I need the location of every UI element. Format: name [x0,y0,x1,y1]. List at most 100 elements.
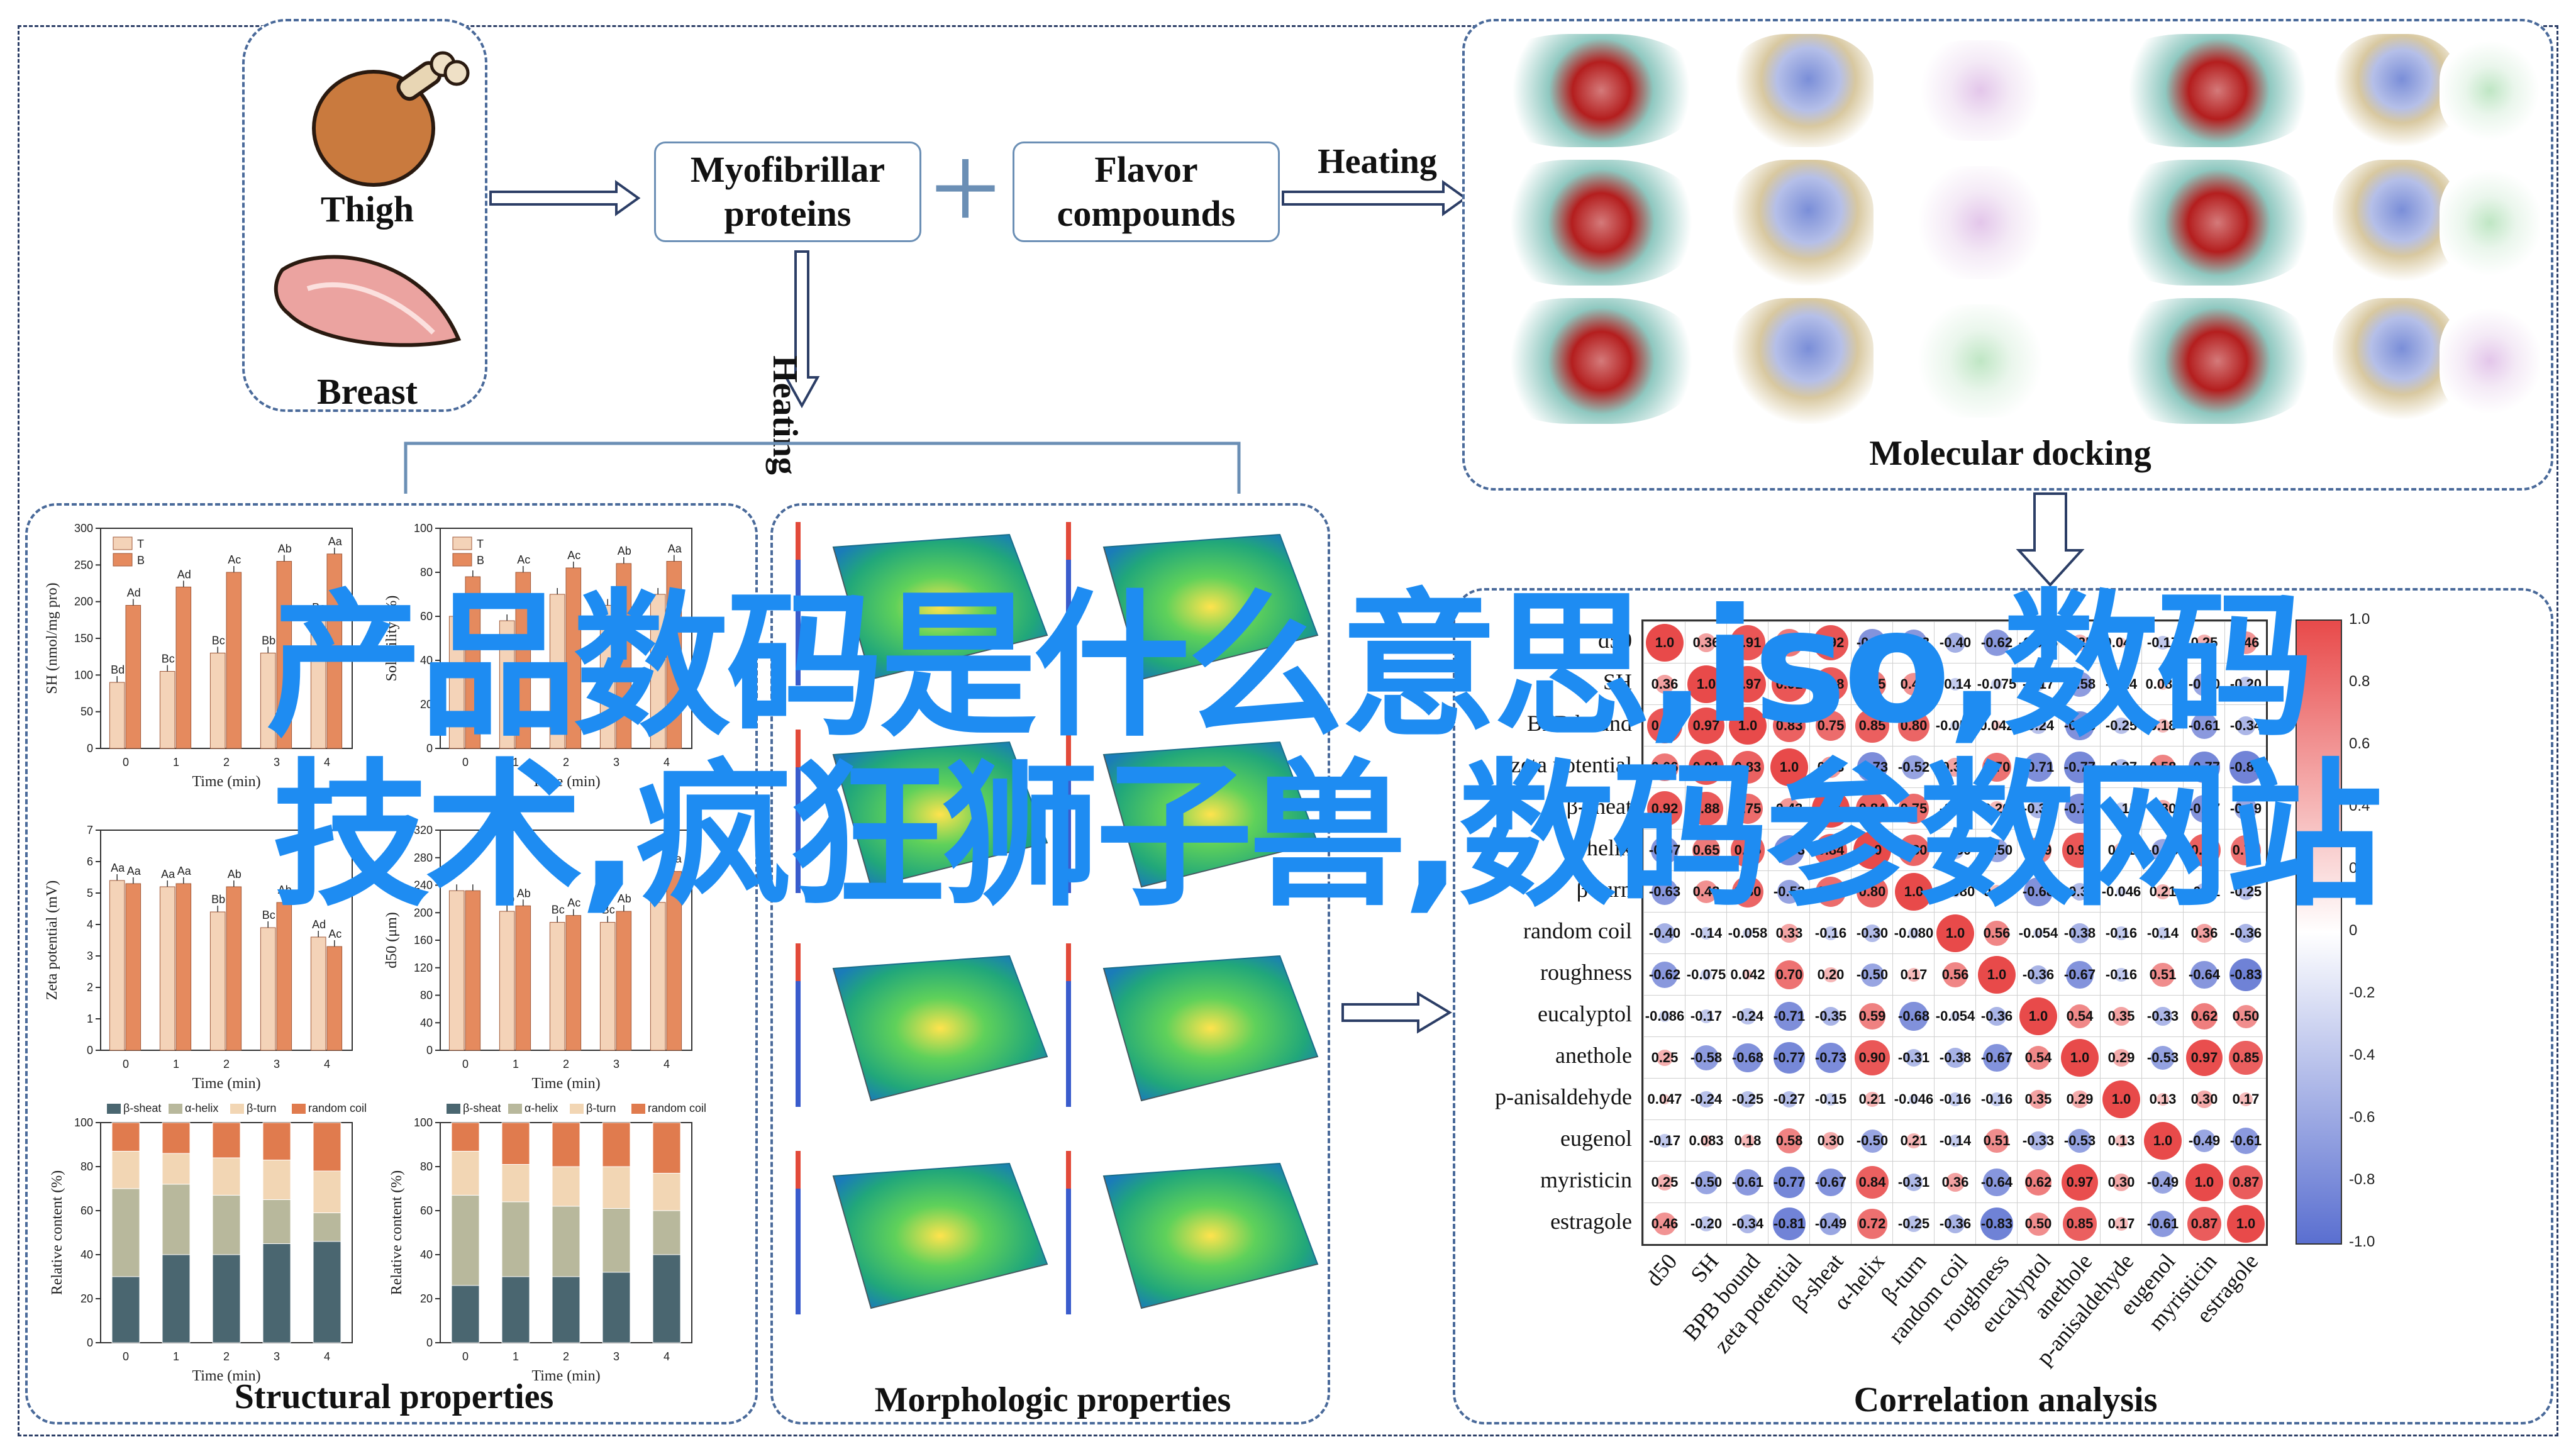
correlation-circle [2235,631,2257,654]
stack-segment [451,1122,480,1152]
correlation-cell: -0.14 [1934,1119,1975,1161]
afm-colorbar [1066,1151,1071,1314]
correlation-circle [1902,755,1926,779]
correlation-cell: -0.30 [1851,912,1892,953]
correlation-value: -0.16 [1814,925,1847,941]
correlation-circle [2150,1045,2175,1070]
correlation-value: 0.042 [1979,718,2014,733]
correlation-circle [1692,836,1720,864]
y-tick-label: 0 [87,1044,93,1057]
legend-swatch [452,553,472,567]
significance-letter: Bc [552,904,565,916]
correlation-circle [1699,926,1713,940]
afm-surface [832,955,1048,1102]
correlation-value: 0.30 [2107,1174,2135,1190]
correlation-cell: 0.97 [1685,704,1726,746]
correlation-cell: 0.66 [1643,746,1685,787]
afm-colorbar [796,522,801,686]
correlation-circle [2029,1131,2048,1150]
correlation-circle [1908,928,1919,939]
correlation-cell: -0.24 [1685,1078,1726,1119]
correlation-value: 0.92 [1817,635,1845,650]
correlation-circle [2232,1127,2260,1155]
legend-swatch [113,553,133,567]
colorbar-tick-label: 1.0 [2349,611,2370,628]
correlation-circle [1950,1011,1961,1022]
correlation-circle [1772,709,1806,743]
correlation-value: -0.086 [2018,635,2058,650]
afm-surface-plot [796,730,1048,893]
correlation-cell: 0.33 [1934,746,1975,787]
correlation-cell: -0.16 [2100,953,2141,995]
y-tick-label: 0 [426,1044,433,1057]
correlation-cell: -0.68 [1726,1036,1768,1078]
row-label: zeta potential [1511,752,1632,777]
correlation-circle [1687,707,1725,745]
correlation-circle [1659,1094,1670,1105]
correlation-value: 0.36 [2190,925,2218,941]
stack-segment [451,1285,480,1343]
correlation-cell: -0.71 [1768,995,1809,1036]
correlation-value: -0.35 [1814,1008,1847,1024]
significance-letter: Bd [111,663,125,676]
correlation-value: -0.31 [2063,884,2096,899]
correlation-circle [2190,794,2219,823]
correlation-cell: 1.0 [1768,746,1809,787]
correlation-value: 0.17 [1983,884,2011,899]
correlation-circle [1946,758,1965,777]
afm-surface-plots [796,522,1319,1314]
correlation-cell: -0.40 [1934,621,1975,663]
correlation-cell: 1.0 [1685,663,1726,704]
correlation-cell: 0.75 [1892,787,1934,829]
arrow-to-proteins [489,180,641,216]
correlation-analysis-caption: Correlation analysis [1853,1380,2158,1419]
correlation-cell: -0.77 [2058,746,2100,787]
correlation-value: -0.67 [1648,842,1681,858]
correlation-value: -0.080 [1935,884,1975,899]
correlation-value: -0.24 [2105,676,2138,692]
correlation-value: 0.84 [1817,842,1845,858]
stack-segment [451,1195,480,1286]
legend-label: β-turn [247,1102,276,1114]
x-tick-label: 3 [274,1058,280,1070]
correlation-cell: 0.17 [1975,870,2017,912]
correlation-value: -0.58 [2063,676,2096,692]
correlation-value: 0.047 [2104,635,2139,650]
x-tick-label: 3 [613,1058,619,1070]
significance-letter: Ac [567,549,580,562]
correlation-cell: -0.25 [1726,1078,1768,1119]
correlation-value: -0.33 [2146,1008,2179,1024]
correlation-cell: -0.15 [2100,787,2141,829]
correlation-cell: 1.0 [2017,995,2058,1036]
correlation-circle [1936,914,1974,952]
stack-segment [162,1254,191,1343]
correlation-cell: -0.31 [2058,870,2100,912]
row-label: BPB bound [1526,711,1632,736]
correlation-circle [2028,799,2048,819]
correlation-circle [2028,965,2048,985]
correlation-value: 0.13 [2149,1091,2177,1107]
correlation-circle [1740,1091,1756,1108]
correlation-cell: -0.40 [1643,912,1685,953]
correlation-value: 0.36 [1941,1174,1969,1190]
correlation-value: -0.046 [1894,1091,1934,1107]
correlation-cell: 0.30 [1809,1119,1851,1161]
correlation-circle [1651,961,1679,989]
y-tick-label: 0 [426,742,433,755]
correlation-circle [2187,833,2221,867]
y-tick-label: 100 [414,1116,433,1129]
correlation-cell: -0.64 [1975,1161,2017,1202]
y-tick-label: 7 [87,824,93,836]
bar [499,911,515,1051]
x-tick-label: 1 [513,1058,519,1070]
correlation-value: 0.36 [1651,676,1679,692]
correlation-circle [1950,720,1961,731]
correlation-cell: -0.17 [1685,995,1726,1036]
correlation-value: 1.0 [1904,884,1924,899]
correlation-value: -0.054 [2018,925,2058,941]
correlation-value: -0.77 [2063,759,2096,775]
correlation-circle [2114,926,2128,940]
correlation-value: -0.68 [1731,1050,1764,1065]
